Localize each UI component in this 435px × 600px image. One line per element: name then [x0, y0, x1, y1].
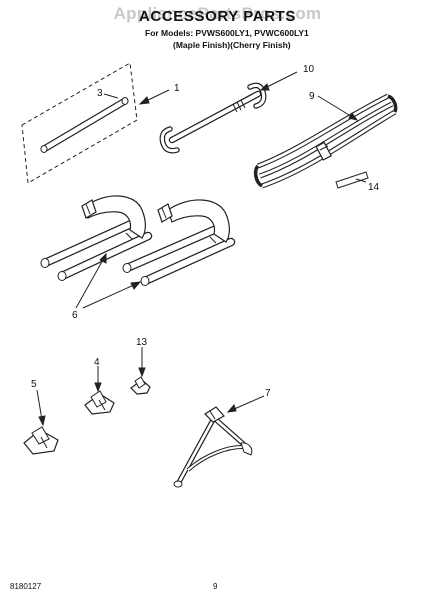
callout-1: 1 [174, 83, 180, 94]
clip-part-13 [130, 376, 151, 395]
leader-lines [36, 71, 367, 427]
finish-line: (Maple Finish)(Cherry Finish) [173, 40, 291, 50]
hanger-part-7 [173, 406, 253, 488]
clip-part-4 [84, 390, 115, 415]
callout-4: 4 [94, 357, 100, 368]
callout-10: 10 [303, 64, 315, 75]
strap-part-9 [253, 93, 398, 189]
dashed-group-box [21, 62, 138, 184]
page-title: ACCESSORY PARTS [138, 8, 297, 25]
doc-number: 8180127 [10, 582, 42, 591]
callout-9: 9 [309, 91, 315, 102]
callout-13: 13 [136, 337, 148, 348]
callout-5: 5 [31, 379, 37, 390]
models-line: For Models: PVWS600LY1, PVWC600LY1 [145, 28, 309, 38]
watermark: AppliancePartsPros.com [113, 4, 322, 23]
callout-6: 6 [72, 310, 78, 321]
clip-part-5 [23, 426, 59, 455]
strip-part-14 [335, 171, 369, 189]
callout-7: 7 [265, 388, 271, 399]
page-number: 9 [213, 582, 218, 591]
callout-14: 14 [368, 182, 380, 193]
rack-part-10 [159, 82, 267, 154]
rod-part-3 [40, 97, 129, 153]
callout-3: 3 [97, 88, 103, 99]
double-rack-part-6-right [122, 199, 236, 286]
